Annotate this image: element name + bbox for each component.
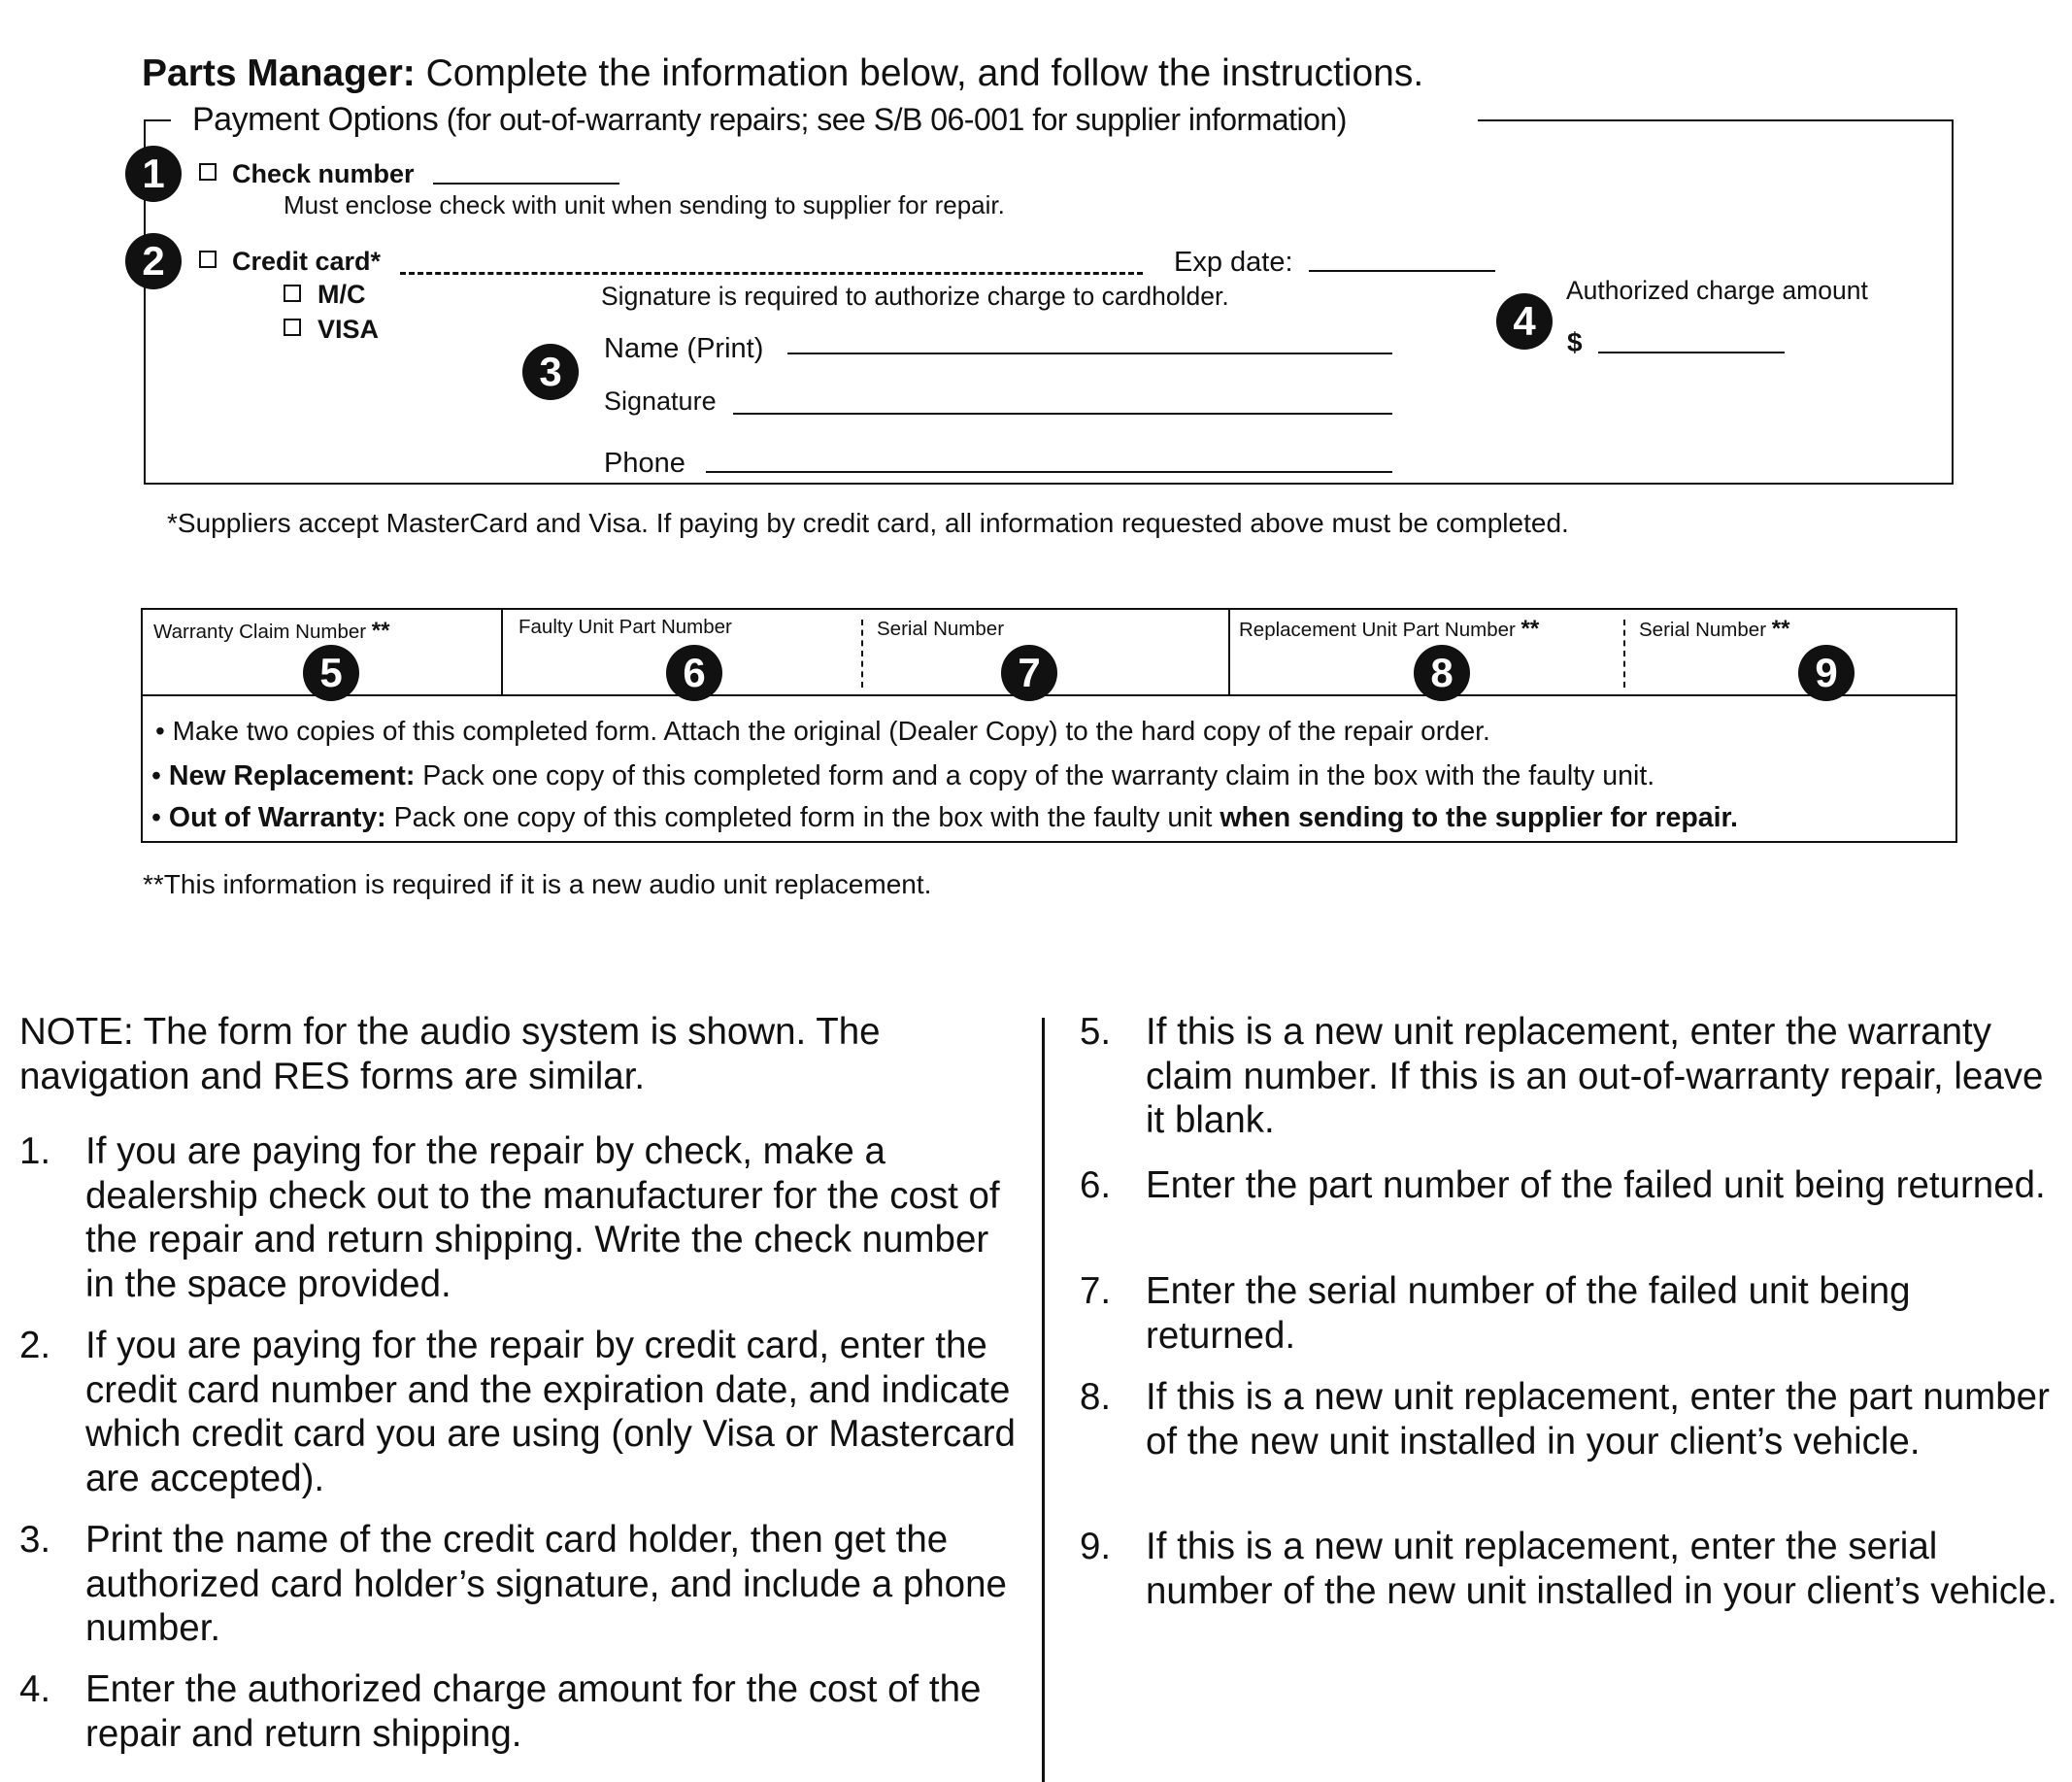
instruction-item-7: 7. Enter the serial number of the failed…: [1080, 1269, 2068, 1358]
step-badge-3: 3: [522, 344, 579, 400]
step-badge-1: 1: [125, 146, 182, 202]
page-title-bold: Parts Manager:: [142, 52, 416, 94]
replacement-part-label: Replacement Unit Part Number: [1239, 619, 1516, 641]
claim-bullet-1: • Make two copies of this completed form…: [155, 718, 1490, 745]
instructions-note: NOTE: The form for the audio system is s…: [19, 1011, 881, 1097]
claim-footnote: **This information is required if it is …: [143, 869, 932, 899]
instruction-item-4: 4. Enter the authorized charge amount fo…: [19, 1667, 1019, 1756]
instruction-number: 5.: [1080, 1011, 1112, 1053]
instruction-item-8: 8. If this is a new unit replacement, en…: [1080, 1375, 2068, 1463]
exp-date-field[interactable]: [1309, 270, 1495, 272]
serial-number-2-header: Serial Number **: [1639, 618, 1789, 641]
instruction-number: 2.: [19, 1325, 51, 1366]
visa-checkbox[interactable]: [284, 319, 301, 336]
step-badge-2: 2: [125, 233, 182, 289]
phone-field[interactable]: [706, 471, 1392, 473]
signature-field[interactable]: [733, 413, 1392, 415]
claim-bullet-3-bold: Out of Warranty:: [168, 802, 386, 833]
claim-table-row-divider: [141, 694, 1957, 696]
claim-bullet-3-text: Pack one copy of this completed form in …: [385, 802, 1220, 833]
warranty-claim-label: Warranty Claim Number: [153, 621, 367, 643]
payment-legend: Payment Options (for out-of-warranty rep…: [192, 103, 1347, 136]
required-stars: **: [1521, 616, 1540, 642]
instructions-column-divider: [1042, 1018, 1045, 1782]
bullet-icon: •: [151, 802, 169, 833]
instruction-item-2: 2. If you are paying for the repair by c…: [19, 1324, 1019, 1500]
credit-card-number-field[interactable]: [400, 272, 1143, 275]
claim-bullet-2-text: Pack one copy of this completed form and…: [415, 760, 1655, 791]
instruction-number: 3.: [19, 1519, 51, 1561]
instruction-text: If this is a new unit replacement, enter…: [1146, 1376, 2050, 1463]
visa-label: VISA: [317, 315, 380, 344]
instruction-item-5: 5. If this is a new unit replacement, en…: [1080, 1010, 2068, 1143]
instruction-number: 9.: [1080, 1526, 1112, 1567]
payment-footnote: *Suppliers accept MasterCard and Visa. I…: [167, 508, 1569, 538]
page-title-rest: Complete the information below, and foll…: [415, 52, 1424, 94]
step-badge-4: 4: [1496, 293, 1553, 350]
claim-col-divider-2: [861, 620, 863, 688]
claim-table: [141, 608, 1957, 843]
signature-label: Signature: [604, 387, 717, 416]
credit-card-checkbox[interactable]: [199, 251, 217, 268]
check-note: Must enclose check with unit when sendin…: [284, 190, 1005, 219]
instruction-text: Print the name of the credit card holder…: [85, 1519, 1007, 1649]
claim-bullet-3-tail: when sending to the supplier for repair.: [1220, 802, 1738, 833]
name-print-label: Name (Print): [604, 333, 764, 364]
claim-col-divider-4: [1623, 620, 1625, 688]
instruction-number: 6.: [1080, 1164, 1112, 1206]
name-print-field[interactable]: [787, 353, 1392, 354]
serial-number-header: Serial Number: [877, 618, 1005, 640]
dollar-sign: $: [1567, 327, 1583, 357]
page-title: Parts Manager: Complete the information …: [142, 54, 1423, 92]
instruction-text: If this is a new unit replacement, enter…: [1146, 1011, 2044, 1141]
step-badge-7: 7: [1001, 645, 1057, 701]
credit-card-label: Credit card*: [232, 247, 382, 276]
instruction-number: 1.: [19, 1130, 51, 1172]
faulty-part-header: Faulty Unit Part Number: [518, 616, 732, 638]
phone-label: Phone: [604, 448, 685, 479]
claim-bullet-2: • New Replacement: Pack one copy of this…: [151, 762, 1654, 790]
instruction-text: Enter the serial number of the failed un…: [1146, 1270, 1911, 1357]
instruction-number: 8.: [1080, 1376, 1112, 1418]
replacement-part-header: Replacement Unit Part Number **: [1239, 618, 1539, 641]
bullet-icon: •: [155, 716, 173, 746]
claim-col-divider-1: [501, 609, 503, 694]
step-badge-8: 8: [1414, 645, 1470, 701]
mc-checkbox[interactable]: [284, 285, 301, 302]
step-badge-6: 6: [666, 645, 722, 701]
warranty-claim-header: Warranty Claim Number **: [153, 620, 389, 643]
serial-number-2-label: Serial Number: [1639, 619, 1767, 641]
required-stars: **: [1771, 616, 1790, 642]
claim-col-divider-3: [1228, 609, 1230, 694]
instruction-item-3: 3. Print the name of the credit card hol…: [19, 1518, 1019, 1651]
claim-bullet-1-text: Make two copies of this completed form. …: [172, 716, 1490, 746]
authorized-amount-field[interactable]: [1598, 352, 1785, 353]
instruction-item-1: 1. If you are paying for the repair by c…: [19, 1129, 1019, 1306]
instruction-text: If you are paying for the repair by cred…: [85, 1325, 1016, 1499]
required-stars: **: [371, 618, 390, 644]
bullet-icon: •: [151, 760, 169, 791]
step-badge-9: 9: [1798, 645, 1855, 701]
instruction-text: If this is a new unit replacement, enter…: [1146, 1526, 2057, 1612]
claim-bullet-3: • Out of Warranty: Pack one copy of this…: [151, 804, 1738, 832]
authorized-amount-label: Authorized charge amount: [1566, 276, 1868, 305]
instruction-item-6: 6. Enter the part number of the failed u…: [1080, 1163, 2068, 1208]
claim-bullet-2-bold: New Replacement:: [168, 760, 416, 791]
signature-note: Signature is required to authorize charg…: [601, 282, 1229, 311]
instruction-number: 4.: [19, 1668, 51, 1710]
instruction-text: Enter the authorized charge amount for t…: [85, 1668, 982, 1755]
step-badge-5: 5: [303, 645, 359, 701]
check-number-checkbox[interactable]: [199, 163, 217, 181]
check-number-field[interactable]: [433, 183, 619, 185]
instruction-text: Enter the part number of the failed unit…: [1146, 1164, 2046, 1206]
instruction-number: 7.: [1080, 1270, 1112, 1312]
payment-legend-note: (for out-of-warranty repairs; see S/B 06…: [438, 102, 1348, 137]
exp-date-label: Exp date:: [1174, 247, 1293, 278]
instruction-item-9: 9. If this is a new unit replacement, en…: [1080, 1525, 2068, 1613]
payment-legend-main: Payment Options: [192, 101, 439, 138]
instruction-text: If you are paying for the repair by chec…: [85, 1130, 1000, 1305]
mc-label: M/C: [317, 280, 366, 309]
payment-legend-mask: [171, 101, 1478, 140]
check-number-label: Check number: [232, 159, 415, 188]
